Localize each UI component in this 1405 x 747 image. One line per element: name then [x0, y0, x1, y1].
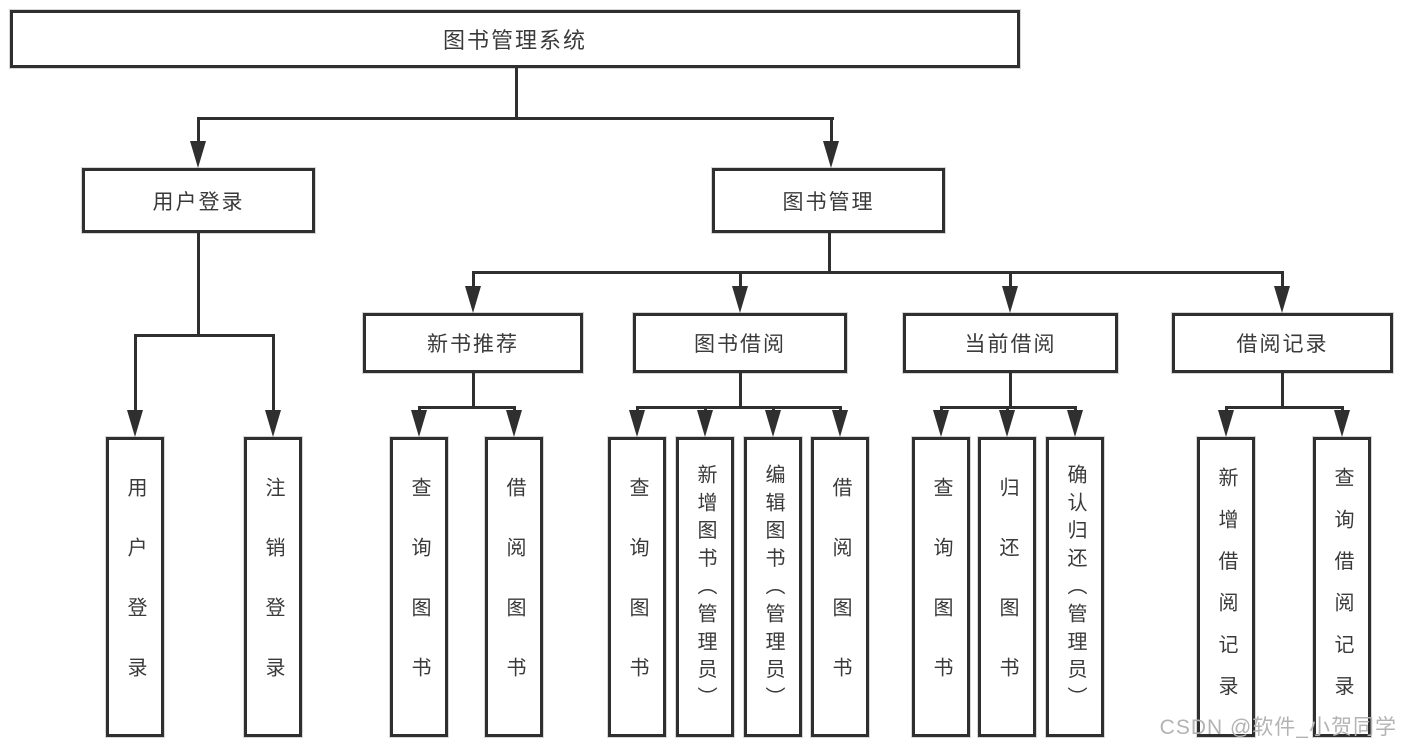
connector-line: [134, 334, 137, 412]
connector-line: [418, 406, 516, 409]
leaf-borrow-books-recommend: 借阅图书: [484, 436, 544, 738]
connector-line: [1009, 271, 1012, 289]
connector-line: [515, 68, 518, 120]
arrow-down-icon: [127, 410, 143, 437]
leaf-user-login: 用户登录: [105, 436, 165, 738]
connector-line: [739, 271, 742, 289]
connector-line: [828, 233, 831, 274]
connector-line: [1281, 373, 1284, 408]
leaf-edit-books-admin: 编辑图书（管理员）: [743, 436, 803, 738]
connector-line: [830, 117, 833, 143]
leaf-add-books-admin: 新增图书（管理员）: [675, 436, 735, 738]
connector-line: [134, 334, 275, 337]
arrow-down-icon: [732, 286, 748, 313]
node-book-management: 图书管理: [711, 167, 946, 234]
arrow-down-icon: [411, 410, 427, 437]
node-book-borrowing: 图书借阅: [632, 312, 848, 374]
connector-line: [472, 373, 475, 408]
leaf-query-books-borrowing: 查询图书: [607, 436, 667, 738]
node-root-library-management-system: 图书管理系统: [9, 9, 1021, 69]
node-new-book-recommendation: 新书推荐: [362, 312, 584, 374]
arrow-down-icon: [629, 410, 645, 437]
connector-line: [1009, 373, 1012, 408]
node-user-login: 用户登录: [81, 167, 316, 234]
arrow-down-icon: [190, 141, 206, 168]
node-borrowing-records: 借阅记录: [1171, 312, 1394, 374]
connector-line: [1281, 271, 1284, 289]
connector-line: [472, 271, 1284, 274]
arrow-down-icon: [1334, 410, 1350, 437]
connector-line: [636, 406, 842, 409]
connector-line: [272, 334, 275, 412]
arrow-down-icon: [823, 141, 839, 168]
connector-line: [739, 373, 742, 408]
node-current-borrowing: 当前借阅: [902, 312, 1119, 374]
connector-line: [472, 271, 475, 289]
leaf-borrow-books: 借阅图书: [810, 436, 870, 738]
watermark: CSDN @软件_小贺同学: [1159, 716, 1397, 739]
arrow-down-icon: [697, 410, 713, 437]
arrow-down-icon: [832, 410, 848, 437]
arrow-down-icon: [465, 286, 481, 313]
arrow-down-icon: [1218, 410, 1234, 437]
leaf-add-borrow-record: 新增借阅记录: [1196, 436, 1256, 738]
leaf-return-books: 归还图书: [977, 436, 1037, 738]
arrow-down-icon: [999, 410, 1015, 437]
connector-line: [197, 117, 200, 143]
arrow-down-icon: [765, 410, 781, 437]
connector-line: [1225, 406, 1344, 409]
arrow-down-icon: [265, 410, 281, 437]
arrow-down-icon: [1067, 410, 1083, 437]
leaf-query-borrow-record: 查询借阅记录: [1312, 436, 1372, 738]
leaf-query-books-current: 查询图书: [911, 436, 971, 738]
leaf-logout: 注销登录: [243, 436, 303, 738]
connector-line: [197, 233, 200, 336]
connector-line: [197, 117, 834, 120]
leaf-query-books-recommend: 查询图书: [389, 436, 449, 738]
arrow-down-icon: [933, 410, 949, 437]
arrow-down-icon: [1274, 286, 1290, 313]
arrow-down-icon: [1002, 286, 1018, 313]
leaf-confirm-return-admin: 确认归还（管理员）: [1045, 436, 1105, 738]
arrow-down-icon: [506, 410, 522, 437]
